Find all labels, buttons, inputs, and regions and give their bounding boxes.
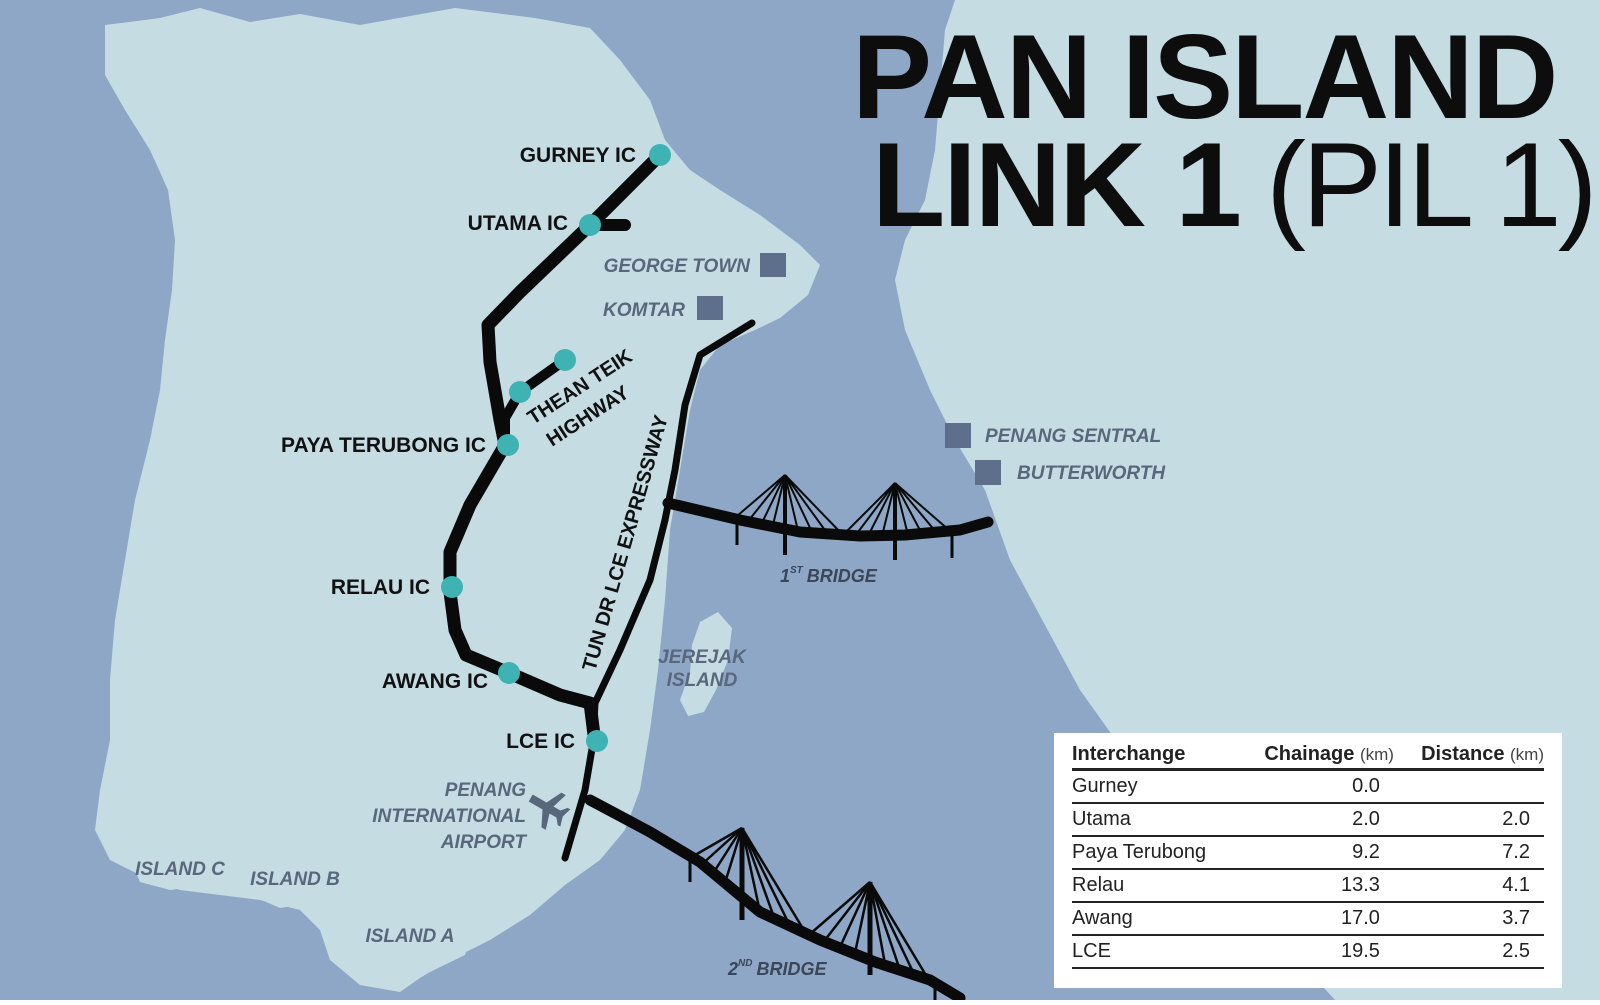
penang-island	[95, 8, 820, 992]
place-label-island-c: ISLAND C	[135, 859, 225, 880]
bridge-second-word: BRIDGE	[756, 959, 827, 979]
place-label-butterworth: BUTTERWORTH	[1017, 463, 1166, 484]
cell-interchange: LCE	[1072, 935, 1236, 969]
cell-interchange: Utama	[1072, 803, 1236, 837]
interchange-label-awang: AWANG IC	[382, 670, 488, 693]
place-label-jerejak-1: JEREJAK	[658, 647, 747, 668]
bridge-second-num: 2	[727, 959, 738, 979]
airplane-icon	[528, 792, 571, 830]
header-distance-unit: (km)	[1510, 745, 1544, 764]
cell-chainage: 13.3	[1235, 869, 1394, 903]
interchange-marker-paya-terubong	[497, 434, 519, 456]
place-label-penang-sentral: PENANG SENTRAL	[985, 426, 1161, 447]
jerejak-island	[680, 612, 732, 716]
interchange-marker-awang	[498, 662, 520, 684]
place-label-komtar: KOMTAR	[603, 300, 685, 321]
interchange-label-relau: RELAU IC	[331, 576, 430, 599]
interchange-marker-gurney	[649, 144, 671, 166]
bridge-first-sup: ST	[790, 565, 804, 576]
first-bridge-deck	[662, 497, 994, 542]
place-marker-butterworth	[975, 460, 1001, 485]
cell-chainage: 9.2	[1235, 836, 1394, 870]
cell-chainage: 17.0	[1235, 902, 1394, 936]
bridge-first-num: 1	[780, 566, 790, 586]
cell-distance	[1393, 769, 1544, 804]
place-label-island-a: ISLAND A	[365, 926, 454, 947]
interchange-label-gurney: GURNEY IC	[520, 144, 636, 167]
place-marker-penang-sentral	[945, 423, 971, 448]
interchange-label-utama: UTAMA IC	[468, 212, 568, 235]
pil1-road	[443, 148, 667, 750]
table-row: Gurney 0.0	[1072, 769, 1544, 804]
interchange-marker-utama	[579, 214, 601, 236]
place-label-george-town: GEORGE TOWN	[604, 256, 752, 277]
header-distance: Distance (km)	[1393, 743, 1544, 771]
header-chainage-unit: (km)	[1359, 745, 1394, 764]
table-header-row: Interchange Chainage (km) Distance (km)	[1072, 743, 1544, 771]
place-label-airport-2: INTERNATIONAL	[372, 806, 526, 827]
table-row: Awang 17.0 3.7	[1072, 902, 1544, 936]
chainage-table: Interchange Chainage (km) Distance (km) …	[1072, 743, 1544, 969]
interchange-markers	[441, 144, 671, 752]
header-chainage-text: Chainage	[1264, 743, 1355, 765]
interchange-marker-relau	[441, 576, 463, 598]
island-b	[240, 832, 345, 908]
cell-chainage: 0.0	[1235, 769, 1394, 804]
bridge-first-word: BRIDGE	[807, 566, 878, 586]
cell-distance: 7.2	[1393, 836, 1544, 870]
island-a	[340, 892, 475, 975]
thean-teik-highway	[500, 355, 570, 450]
place-label-airport-3: AIRPORT	[440, 832, 528, 853]
header-chainage: Chainage (km)	[1235, 743, 1394, 771]
bridge-label-second: 2ND BRIDGE	[727, 958, 827, 979]
cell-distance: 2.5	[1393, 935, 1544, 969]
island-c	[128, 828, 232, 890]
cell-interchange: Paya Terubong	[1072, 836, 1236, 870]
interchange-marker-thean-teik-end	[554, 349, 576, 371]
place-marker-komtar	[697, 296, 723, 320]
interchange-marker-thean-teik	[509, 381, 531, 403]
title-line-2-bold: LINK 1	[872, 118, 1240, 252]
place-label-airport-1: PENANG	[445, 780, 527, 801]
cell-interchange: Awang	[1072, 902, 1236, 936]
table-row: Utama 2.0 2.0	[1072, 803, 1544, 837]
title-line-2-light: (PIL 1)	[1266, 118, 1594, 252]
table-row: LCE 19.5 2.5	[1072, 935, 1544, 969]
header-interchange: Interchange	[1072, 743, 1236, 771]
cell-interchange: Relau	[1072, 869, 1236, 903]
interchange-marker-lce	[586, 730, 608, 752]
table-row: Paya Terubong 9.2 7.2	[1072, 836, 1544, 870]
place-markers	[697, 253, 1001, 485]
title-line-1: PAN ISLAND	[852, 10, 1556, 144]
cell-distance: 3.7	[1393, 902, 1544, 936]
cell-chainage: 19.5	[1235, 935, 1394, 969]
interchange-label-lce: LCE IC	[506, 730, 575, 753]
table-row: Relau 13.3 4.1	[1072, 869, 1544, 903]
cable-stayed-bridge-icon	[688, 826, 937, 1000]
place-label-jerejak-2: ISLAND	[667, 670, 738, 691]
interchange-label-paya-terubong: PAYA TERUBONG IC	[281, 434, 486, 457]
cable-stayed-bridge-icon	[729, 474, 954, 560]
header-distance-text: Distance	[1421, 743, 1505, 765]
place-marker-george-town	[760, 253, 786, 277]
place-label-island-b: ISLAND B	[250, 869, 340, 890]
bridge-second-sup: ND	[738, 958, 752, 969]
cell-distance: 4.1	[1393, 869, 1544, 903]
chainage-table-panel: Interchange Chainage (km) Distance (km) …	[1054, 733, 1562, 988]
lce-expressway	[561, 319, 756, 862]
cell-interchange: Gurney	[1072, 769, 1236, 804]
cell-chainage: 2.0	[1235, 803, 1394, 837]
cell-distance: 2.0	[1393, 803, 1544, 837]
title-line-2: LINK 1(PIL 1)	[872, 118, 1594, 252]
